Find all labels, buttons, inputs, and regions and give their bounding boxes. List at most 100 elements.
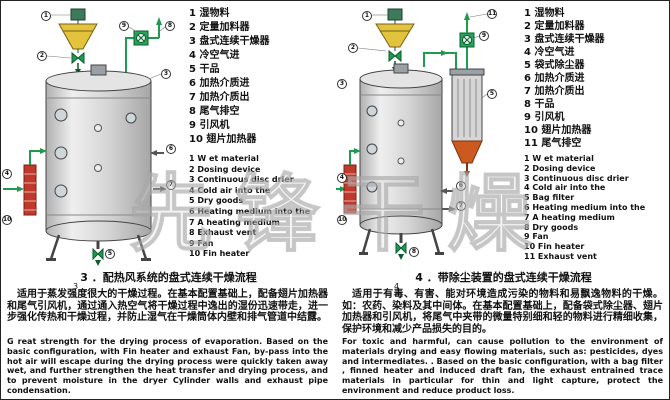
legend-item: 1 W et material <box>524 154 594 163</box>
callout-4: 4 <box>337 173 347 183</box>
legend-item: 4 冷空气进 <box>524 47 575 58</box>
legend-item: 6 Heating medium into the <box>524 202 646 212</box>
heating-medium-out-pipe <box>442 206 456 212</box>
legend-item: 7 A heating medium <box>524 212 615 222</box>
product-discharge-valve <box>92 241 104 266</box>
callout-3: 3 <box>161 69 171 79</box>
fin-heater-icon <box>343 148 361 214</box>
legend-item: 5 袋式除尘器 <box>524 60 585 71</box>
callout-7: 7 <box>456 201 466 211</box>
exhaust-vent-stack <box>464 12 470 33</box>
legend-item: 3 Continuous disc drier <box>524 173 629 183</box>
callout-1: 1 <box>41 11 51 21</box>
feed-motor-icon <box>387 8 403 24</box>
legend-item: 5 Dry goods <box>189 196 244 206</box>
figure-4-description-english: For toxic and harmful, can cause polluti… <box>342 337 663 395</box>
feed-motor-icon <box>70 8 86 24</box>
callout-11: 11 <box>487 9 497 19</box>
heating-medium-in-pipe <box>150 150 164 156</box>
leader-lines <box>46 14 166 80</box>
callout-10: 10 <box>337 215 347 225</box>
legend-item: 10 Fin heater <box>189 249 250 259</box>
figure-4-number: 4 <box>394 282 400 291</box>
feed-hopper <box>58 23 98 50</box>
legend-item: 9 Fan <box>189 238 214 248</box>
figure-3-legend-english: 1 W et material 2 Dosing device 3 Contin… <box>189 154 335 260</box>
legend-item: 2 Dosing device <box>189 164 261 174</box>
legend-item: 2 定量加料器 <box>524 21 585 32</box>
dust-collector-system-flow-diagram <box>336 8 488 260</box>
callout-1: 1 <box>362 11 372 21</box>
legend-item: 5 干品 <box>189 64 220 75</box>
exhaust-fan-icon <box>133 30 149 46</box>
legend-item: 8 Dry goods <box>524 222 579 232</box>
legend-item: 1 湿物料 <box>189 8 230 19</box>
fin-heater-icon <box>23 148 47 216</box>
figure-3-caption: 3 ．配热风系统的盘式连续干燥流程 <box>80 271 257 284</box>
callout-8: 8 <box>409 247 419 257</box>
callout-4: 4 <box>2 169 12 179</box>
legend-item: 3 盘式连续干燥器 <box>524 34 605 45</box>
callout-7: 7 <box>166 180 176 190</box>
hot-air-system-flow-diagram <box>3 8 167 266</box>
feed-hopper <box>375 23 415 48</box>
legend-item: 9 引风机 <box>189 120 230 131</box>
cold-air-inlet <box>336 186 346 192</box>
legend-item: 7 A heating medium <box>189 217 280 227</box>
legend-item: 10 翅片加热器 <box>524 125 592 136</box>
figure-4-section: 1 2 3 4 5 6 7 8 9 10 11 1 湿物料 2 定量加料器 3 … <box>336 1 669 399</box>
exhaust-fan-icon <box>459 32 475 69</box>
legend-item: 11 尾气排空 <box>524 138 582 149</box>
disc-dryer-vessel <box>45 64 152 261</box>
legend-item: 2 定量加料器 <box>189 22 250 33</box>
callout-9: 9 <box>479 31 489 41</box>
callout-8: 8 <box>165 21 175 31</box>
callout-5: 5 <box>487 89 497 99</box>
figure-3-legend-chinese: 1 湿物料 2 定量加料器 3 盘式连续干燥器 4 冷空气进 5 干品 6 加热… <box>189 7 335 147</box>
figure-4-drawing: 1 2 3 4 5 6 7 8 9 10 11 <box>336 3 521 268</box>
disc-dryer-vessel <box>359 63 444 255</box>
figure-3-drawing: 1 2 3 4 5 6 7 8 9 10 <box>1 3 186 268</box>
figure-4-caption: 4 ．带除尘装置的盘式连续干燥流程 <box>415 271 592 284</box>
legend-item: 1 湿物料 <box>524 8 565 19</box>
legend-item: 4 Cold air into the <box>524 183 606 193</box>
figure-3-description-english: G reat strength for the drying process o… <box>7 337 328 395</box>
callout-9: 9 <box>119 21 129 31</box>
leader-lines <box>357 13 488 99</box>
callout-5: 5 <box>105 249 115 259</box>
callout-3: 3 <box>337 79 347 89</box>
bag-filter <box>449 68 485 177</box>
callout-2: 2 <box>37 51 47 61</box>
legend-item: 5 Bag filter <box>524 193 575 203</box>
legend-item: 9 引风机 <box>524 112 565 123</box>
legend-item: 4 Cold air into the <box>189 185 271 195</box>
heating-medium-out-pipe <box>153 186 167 192</box>
exhaust-duct <box>125 17 162 73</box>
product-discharge-valve <box>395 233 407 260</box>
legend-item: 10 Fin heater <box>524 242 585 252</box>
figure-3-section: 1 2 3 4 5 6 7 8 9 10 1 湿物料 2 定量加料器 3 盘式连… <box>1 1 336 399</box>
legend-item: 8 干品 <box>524 99 555 110</box>
figure-4-description-chinese: 适用于有毒、有害、能对环境造成污染的物料和易飘逸物料的干燥。如：农药、染料及其中… <box>342 289 663 335</box>
legend-item: 7 加热介质出 <box>189 92 250 103</box>
legend-item: 3 Continuous disc drier <box>189 175 294 185</box>
legend-item: 3 盘式连续干燥器 <box>189 36 270 47</box>
legend-item: 7 加热介质出 <box>524 86 585 97</box>
legend-item: 8 Exhaust vent <box>189 228 257 238</box>
legend-item: 6 加热介质进 <box>189 78 250 89</box>
legend-item: 6 Heating medium into the <box>189 206 311 216</box>
figure-4-legend-english: 1 W et material 2 Dosing device 3 Contin… <box>524 154 669 262</box>
legend-item: 6 加热介质进 <box>524 73 585 84</box>
figure-4-legend-chinese: 1 湿物料 2 定量加料器 3 盘式连续干燥器 4 冷空气进 5 袋式除尘器 6… <box>524 7 669 150</box>
legend-item: 1 W et material <box>189 154 259 163</box>
callout-6: 6 <box>456 181 466 191</box>
legend-item: 11 Exhaust vent <box>524 251 597 261</box>
legend-item: 8 尾气排空 <box>189 106 240 117</box>
legend-item: 9 Fan <box>524 232 549 242</box>
callout-10: 10 <box>2 215 12 225</box>
heating-medium-in-pipe <box>440 188 453 194</box>
legend-item: 10 翅片加热器 <box>189 134 257 145</box>
figure-3-description-chinese: 适用于蒸发强度很大的干燥过程。在基本配置基础上，配备翅片加热器和尾气引风机，通过… <box>7 289 328 323</box>
cold-air-inlet <box>3 186 24 192</box>
